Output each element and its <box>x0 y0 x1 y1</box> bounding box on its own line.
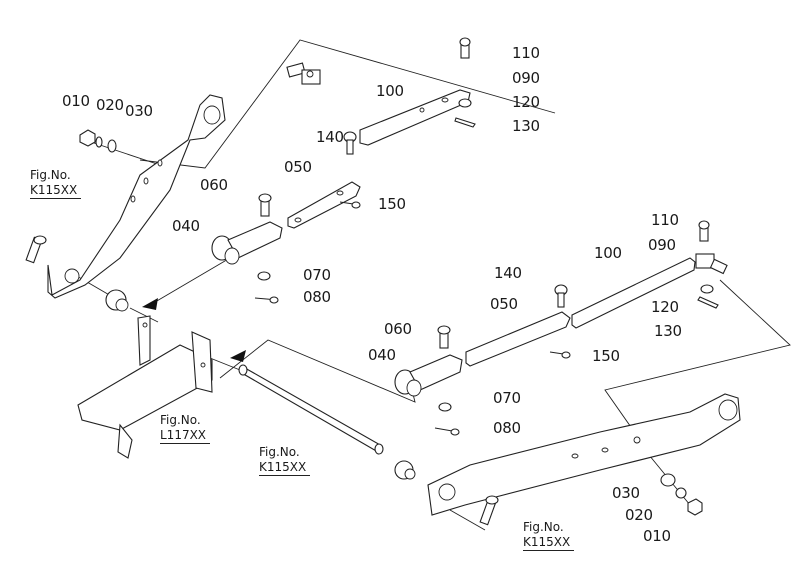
figure-ref-number[interactable]: L117XX <box>160 428 211 444</box>
figure-ref-prefix: Fig.No. <box>30 168 71 182</box>
upper-clip-080 <box>254 296 279 304</box>
part-label-030-lower: 030 <box>612 484 640 502</box>
part-label-010-lower: 010 <box>643 527 671 545</box>
part-label-spring-washer: 020 <box>96 96 124 114</box>
lower-pin-060 <box>437 325 451 349</box>
lower-washer-120 <box>700 284 714 294</box>
figure-reference[interactable]: Fig.No. K115XX <box>259 445 311 476</box>
upper-pin-060 <box>258 193 272 217</box>
lower-lockpin-140 <box>554 284 568 308</box>
figure-reference[interactable]: Fig.No. L117XX <box>160 413 211 444</box>
pin-small-upper-left <box>25 235 47 264</box>
lower-clip-080 <box>434 427 460 436</box>
part-label-090: 090 <box>512 69 540 87</box>
part-label-060-lower: 060 <box>384 320 412 338</box>
upper-washer-120 <box>458 98 472 108</box>
part-label-140: 140 <box>316 128 344 146</box>
lower-end-090 <box>695 253 728 275</box>
lower-right-lift-arm <box>427 393 741 516</box>
part-label-070-lower: 070 <box>493 389 521 407</box>
part-label-120: 120 <box>512 93 540 111</box>
part-label-washer: 030 <box>125 102 153 120</box>
figure-ref-prefix: Fig.No. <box>160 413 201 427</box>
part-label-040-lower: 040 <box>368 346 396 364</box>
lower-rod-100 <box>571 257 696 329</box>
upper-cotter-130 <box>454 117 476 128</box>
lower-pin-110 <box>698 220 710 242</box>
upper-lynch-150 <box>339 201 361 209</box>
figure-ref-prefix: Fig.No. <box>523 520 564 534</box>
lower-cotter-130 <box>697 296 719 309</box>
lower-yoke-040 <box>394 354 463 397</box>
part-label-100: 100 <box>376 82 404 100</box>
cross-shaft-bracket <box>77 315 213 459</box>
part-label-060: 060 <box>200 176 228 194</box>
arrow-head <box>142 298 158 310</box>
bushing-upper <box>105 289 129 312</box>
pin-small-lower-right <box>479 495 499 526</box>
figure-ref-number[interactable]: K115XX <box>259 460 311 476</box>
part-label-nut: 010 <box>62 92 90 110</box>
upper-rod-050 <box>287 181 361 229</box>
part-label-150: 150 <box>378 195 406 213</box>
upper-yoke-040 <box>211 221 283 265</box>
part-label-050-lower: 050 <box>490 295 518 313</box>
upper-left-lift-arm <box>47 94 226 299</box>
lower-washer-070 <box>438 402 452 412</box>
figure-reference[interactable]: Fig.No. K115XX <box>30 168 82 199</box>
part-label-080-lower: 080 <box>493 419 521 437</box>
figure-ref-number[interactable]: K115XX <box>523 535 575 551</box>
lower-shaft <box>238 364 384 455</box>
lower-lynch-150 <box>549 351 571 359</box>
figure-reference[interactable]: Fig.No. K115XX <box>523 520 575 551</box>
upper-end-090 <box>286 62 321 85</box>
nut-washers-lower <box>660 473 703 516</box>
part-label-110: 110 <box>512 44 540 62</box>
part-label-120-lower: 120 <box>651 298 679 316</box>
part-label-090-lower: 090 <box>648 236 676 254</box>
lower-rod-050 <box>465 311 571 367</box>
arrow-head <box>230 350 246 362</box>
part-label-020-lower: 020 <box>625 506 653 524</box>
part-label-130-lower: 130 <box>654 322 682 340</box>
part-label-080: 080 <box>303 288 331 306</box>
part-label-140-lower: 140 <box>494 264 522 282</box>
part-label-110-lower: 110 <box>651 211 679 229</box>
figure-ref-prefix: Fig.No. <box>259 445 300 459</box>
nut-washers-upper <box>79 129 117 153</box>
upper-lockpin-140 <box>343 131 357 155</box>
part-label-070: 070 <box>303 266 331 284</box>
part-label-040: 040 <box>172 217 200 235</box>
part-label-100-lower: 100 <box>594 244 622 262</box>
upper-washer-070 <box>257 271 271 281</box>
figure-ref-number[interactable]: K115XX <box>30 183 82 199</box>
bushing-lower <box>394 460 416 480</box>
direction-arrows <box>142 298 246 362</box>
upper-pin-110 <box>459 37 471 59</box>
part-label-130: 130 <box>512 117 540 135</box>
part-label-050: 050 <box>284 158 312 176</box>
part-label-150-lower: 150 <box>592 347 620 365</box>
